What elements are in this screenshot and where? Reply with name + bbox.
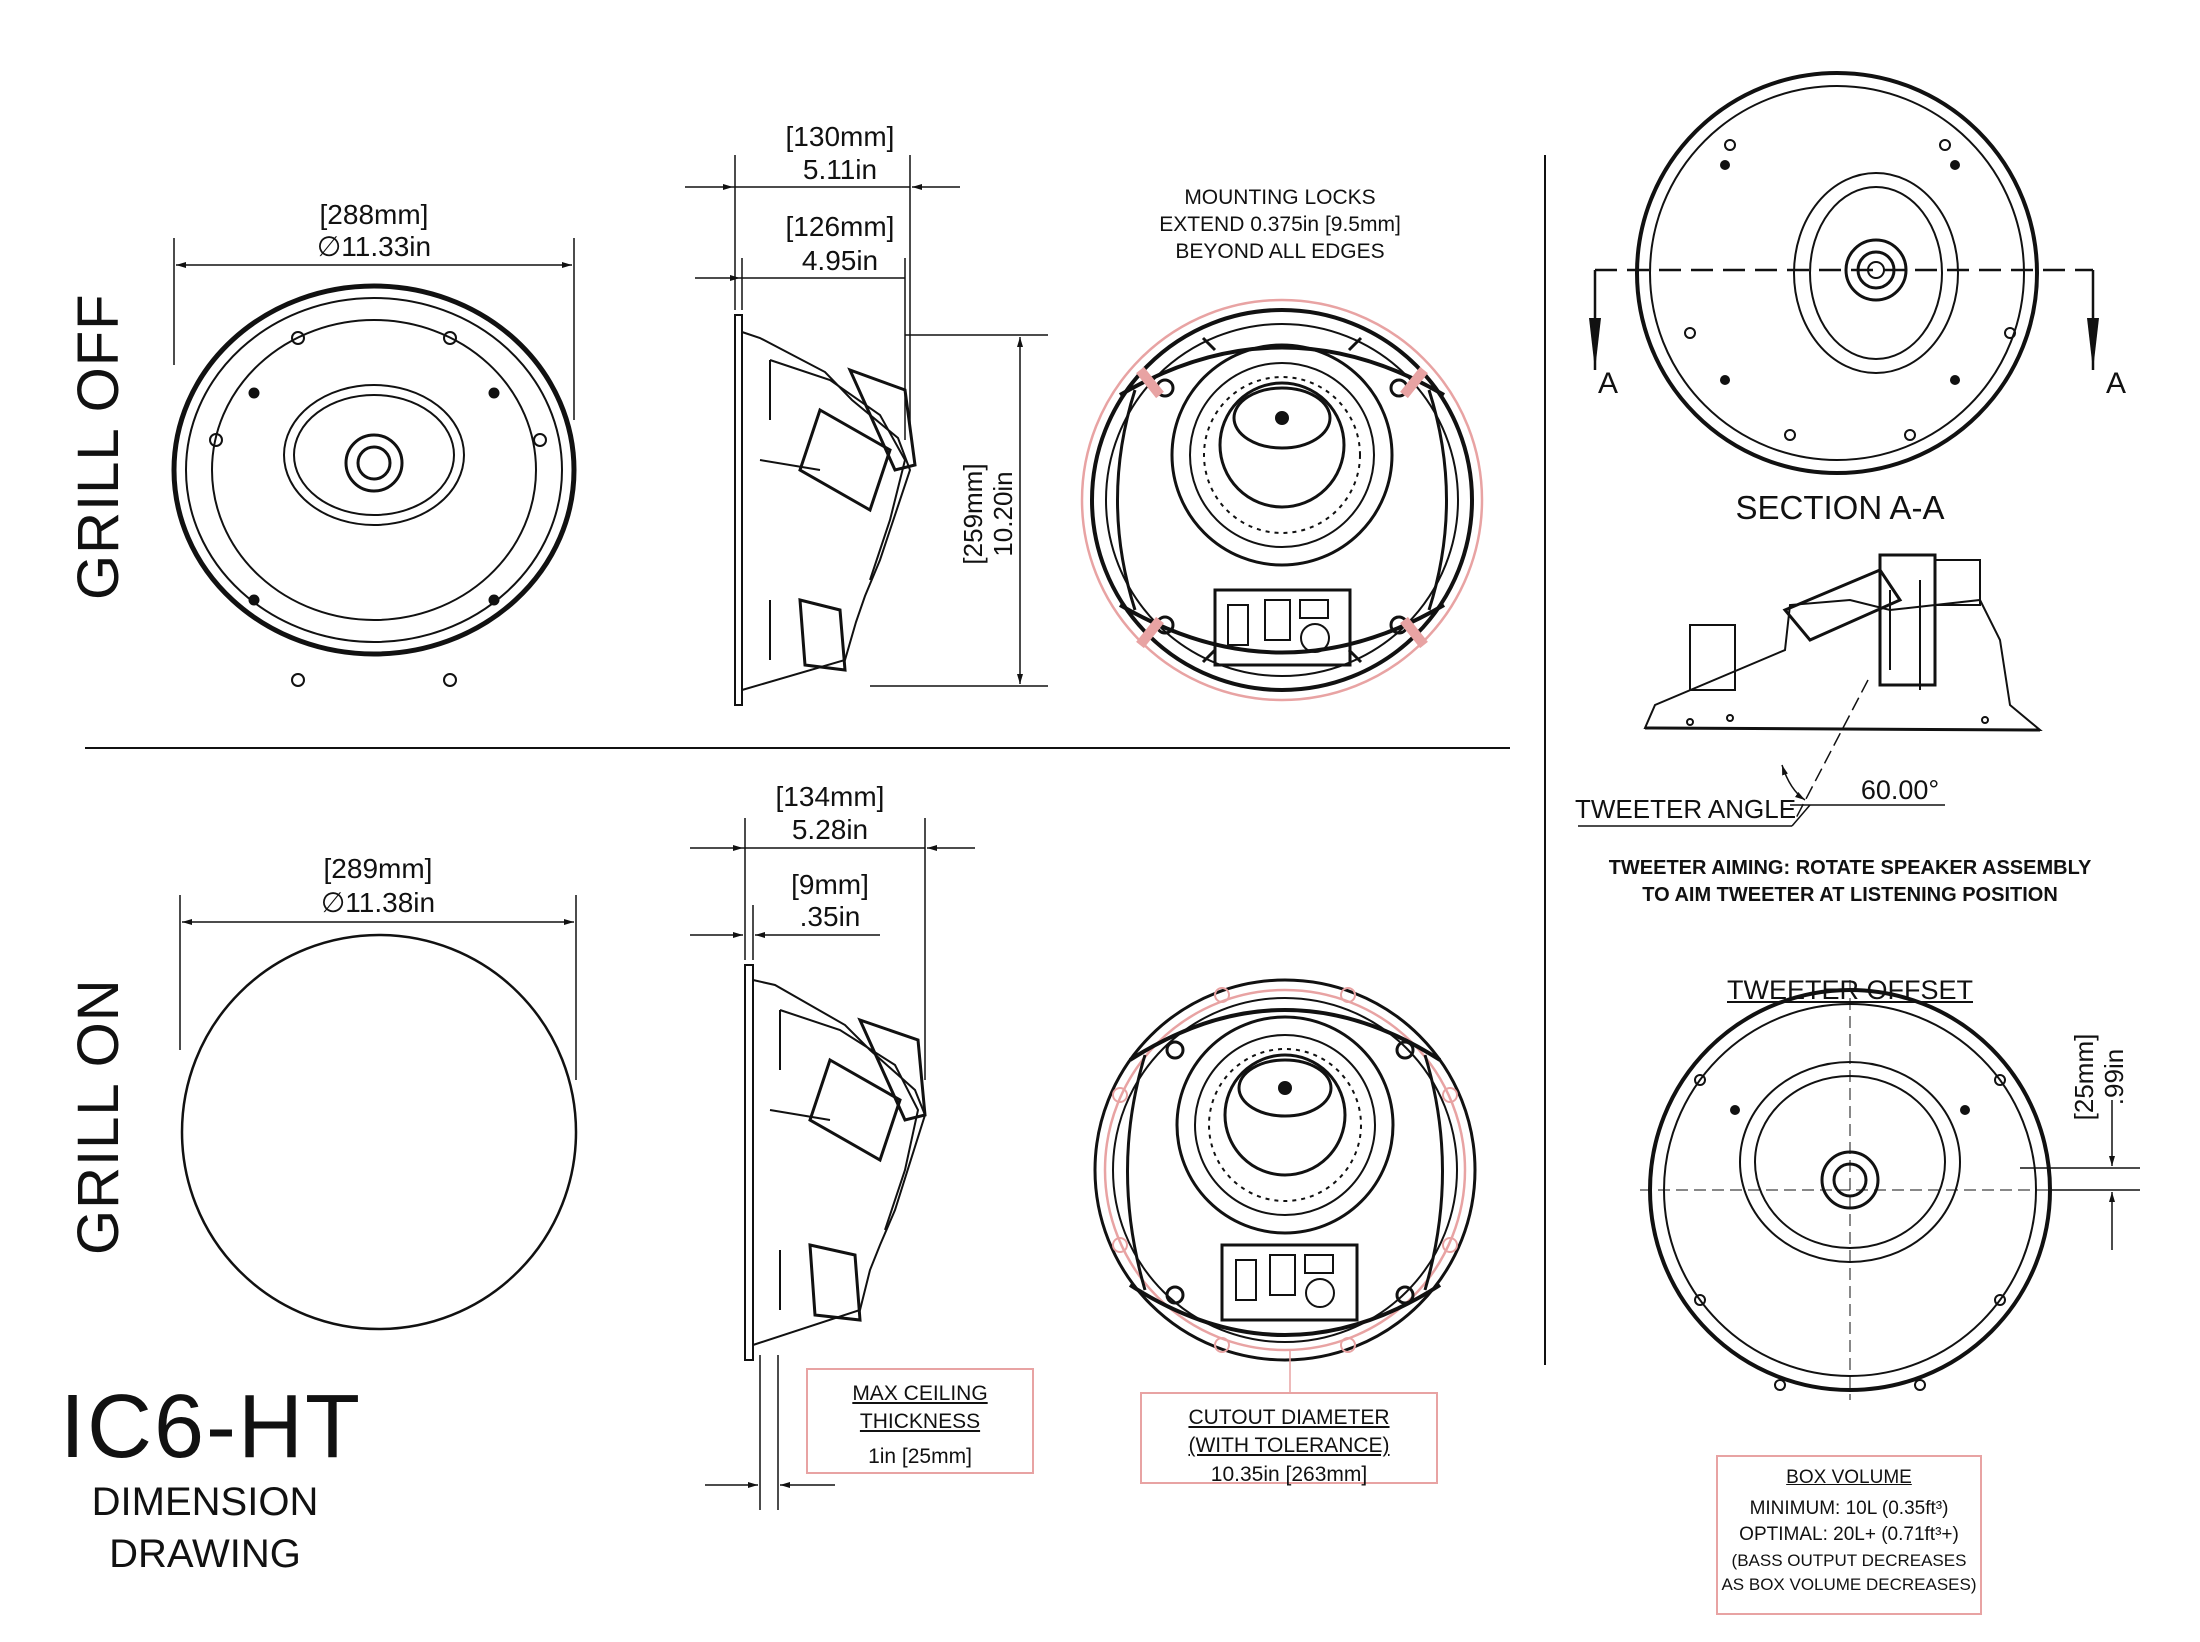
- grill-off-side-view: [734, 314, 917, 706]
- dim-9-in: .35in: [799, 901, 861, 932]
- box-volume-line-5: AS BOX VOLUME DECREASES): [1721, 1574, 1977, 1594]
- cutout-box-line-2: (WITH TOLERANCE): [1188, 1434, 1390, 1458]
- tweeter-aim-note-2: TO AIM TWEETER AT LISTENING POSITION: [1642, 884, 2058, 906]
- dim-259-mm: [259mm]: [958, 463, 988, 565]
- dim-126-mm: [126mm]: [785, 211, 895, 242]
- tweeter-angle-label: TWEETER ANGLE: [1575, 794, 1797, 824]
- grill-on-rear-view: [1093, 978, 1477, 1362]
- grill-on-side-view: [744, 964, 927, 1361]
- ceiling-thickness-box: MAX CEILING THICKNESS 1in [25mm]: [806, 1368, 1034, 1474]
- cutout-diameter-box: CUTOUT DIAMETER (WITH TOLERANCE) 10.35in…: [1140, 1392, 1438, 1486]
- tweeter-angle-indicator: [1578, 679, 1945, 827]
- section-mark-left: A: [1597, 367, 1618, 400]
- dim-25-in: .99in: [2098, 1048, 2129, 1106]
- cutout-box-line-1: CUTOUT DIAMETER: [1188, 1406, 1390, 1429]
- tweeter-aim-note-1: TWEETER AIMING: ROTATE SPEAKER ASSEMBLY: [1608, 857, 2092, 879]
- dim-25: [2020, 1100, 2140, 1250]
- grill-off-label: GRILL OFF: [66, 293, 131, 600]
- grill-on-label: GRILL ON: [66, 978, 131, 1255]
- dim-130-mm: [130mm]: [785, 121, 895, 152]
- dim-130: [685, 155, 960, 430]
- box-volume-box: BOX VOLUME MINIMUM: 10L (0.35ft³) OPTIMA…: [1716, 1455, 1982, 1615]
- section-line: [1589, 268, 2099, 370]
- grill-off-front-view: [171, 283, 577, 687]
- dim-289-in: ∅11.38in: [320, 887, 436, 918]
- ceiling-box-line-3: 1in [25mm]: [868, 1444, 972, 1468]
- section-aa-top-view: [1635, 71, 2039, 475]
- tweeter-offset-view: [1640, 980, 2060, 1400]
- dim-9: [690, 905, 880, 960]
- dim-289-mm: [289mm]: [323, 853, 433, 884]
- section-mark-right: A: [2105, 367, 2126, 400]
- dim-259-label: [259mm] 10.20in: [958, 404, 1021, 624]
- dim-288: [173, 238, 575, 420]
- ceiling-box-line-2: THICKNESS: [859, 1410, 981, 1434]
- dim-9-mm: [9mm]: [791, 869, 869, 900]
- dim-ceiling-thickness: [705, 1355, 835, 1510]
- box-volume-line-1: BOX VOLUME: [1786, 1467, 1912, 1488]
- mounting-note-1: MOUNTING LOCKS: [1184, 186, 1376, 209]
- dim-288-in: ∅11.33in: [316, 231, 432, 262]
- dim-259: [870, 334, 1048, 687]
- dim-288-mm: [288mm]: [319, 199, 429, 230]
- ceiling-box-line-1: MAX CEILING: [852, 1382, 988, 1405]
- dim-126-in: 4.95in: [801, 245, 879, 276]
- title-line-1: DIMENSION: [91, 1480, 319, 1524]
- tweeter-offset-title: TWEETER OFFSET: [1727, 975, 1973, 1005]
- grill-off-rear-view: [1080, 298, 1484, 702]
- mounting-note-2: EXTEND 0.375in [9.5mm]: [1159, 213, 1401, 236]
- dim-134-mm: [134mm]: [775, 781, 885, 812]
- dim-134: [690, 818, 975, 1080]
- model-title: IC6-HT: [60, 1377, 362, 1477]
- cutout-box-line-3: 10.35in [263mm]: [1210, 1462, 1368, 1486]
- title-line-2: DRAWING: [109, 1532, 301, 1576]
- section-aa-cut-view: [1643, 553, 2043, 732]
- box-volume-line-2: MINIMUM: 10L (0.35ft³): [1749, 1497, 1949, 1519]
- box-volume-line-3: OPTIMAL: 20L+ (0.71ft³+): [1739, 1524, 1959, 1546]
- dim-289: [179, 895, 577, 1080]
- dim-25-mm: [25mm]: [2069, 1033, 2099, 1121]
- dim-25-label: [25mm] .99in: [2069, 1007, 2130, 1147]
- dim-259-in: 10.20in: [987, 471, 1018, 557]
- angle-value: 60.00°: [1860, 775, 1940, 805]
- dim-130-in: 5.11in: [802, 154, 878, 185]
- dim-126: [695, 258, 906, 440]
- mounting-note-3: BEYOND ALL EDGES: [1175, 240, 1385, 263]
- grill-on-front-view: [180, 933, 578, 1331]
- section-title: SECTION A-A: [1735, 489, 1945, 526]
- box-volume-line-4: (BASS OUTPUT DECREASES: [1731, 1550, 1967, 1570]
- dim-134-in: 5.28in: [791, 814, 869, 845]
